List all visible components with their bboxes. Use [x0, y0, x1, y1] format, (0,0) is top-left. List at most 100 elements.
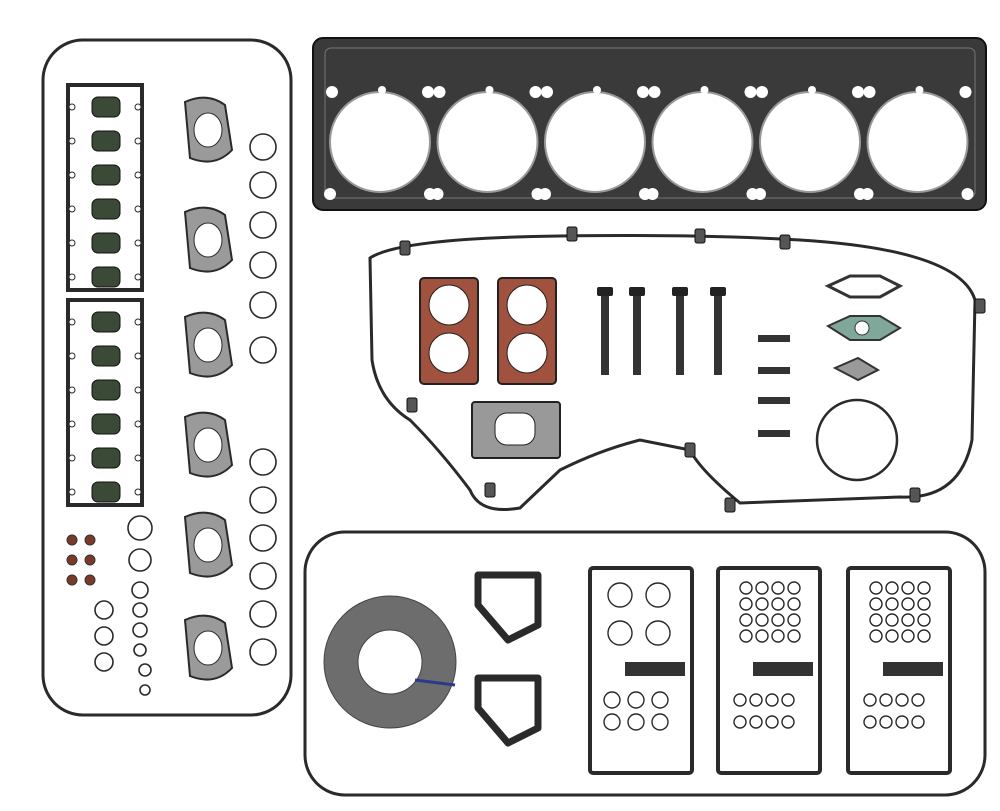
- o-ring: [249, 562, 277, 590]
- o-ring: [749, 715, 763, 729]
- bolt-hole: [68, 205, 76, 213]
- o-ring: [249, 524, 277, 552]
- o-ring: [739, 597, 753, 611]
- o-ring: [249, 171, 277, 199]
- o-ring: [901, 629, 915, 643]
- o-ring: [249, 448, 277, 476]
- valve-cover-isolator: [694, 228, 706, 244]
- bottom-perimeter-gasket: [303, 530, 987, 797]
- intake-port: [506, 332, 548, 374]
- o-ring: [249, 336, 277, 364]
- bolt-hole: [68, 352, 76, 360]
- o-ring: [885, 629, 899, 643]
- o-ring: [733, 715, 747, 729]
- o-ring: [787, 629, 801, 643]
- valve-cover-isolator: [406, 397, 418, 413]
- head-bolt-hole: [541, 86, 553, 98]
- o-ring: [771, 597, 785, 611]
- o-ring: [739, 613, 753, 627]
- o-ring: [787, 581, 801, 595]
- o-ring: [869, 629, 883, 643]
- head-bolt-head: [597, 287, 613, 296]
- injector-seal: [91, 232, 121, 254]
- o-ring: [627, 691, 645, 709]
- bolt-hole: [68, 488, 76, 496]
- rocker-housing-gasket: [846, 566, 952, 775]
- coolant-hole: [593, 86, 601, 94]
- seal-strip: [758, 430, 790, 437]
- left-perimeter-gasket: [41, 38, 293, 717]
- small-seal: [66, 574, 78, 586]
- o-ring: [739, 581, 753, 595]
- coolant-hole: [485, 86, 494, 94]
- o-ring: [249, 291, 277, 319]
- bolt-hole: [134, 488, 142, 496]
- seal-strip: [758, 397, 790, 404]
- injector-seal: [91, 96, 121, 118]
- o-ring: [771, 581, 785, 595]
- bolt-hole: [134, 103, 142, 111]
- tape-roll-core: [357, 629, 423, 695]
- o-ring: [917, 613, 931, 627]
- head-bolt-hole: [648, 86, 661, 98]
- o-ring: [895, 715, 909, 729]
- o-ring: [733, 693, 747, 707]
- o-ring: [132, 602, 148, 618]
- intake-port: [428, 284, 470, 326]
- injector-seal: [91, 413, 121, 435]
- head-bolt-head: [672, 287, 688, 296]
- head-bolt: [676, 295, 684, 375]
- cylinder-bore: [651, 91, 754, 193]
- head-bolt-head: [710, 287, 726, 296]
- turbo-port: [494, 412, 536, 446]
- cover-gasket: [474, 674, 542, 747]
- o-ring: [132, 622, 148, 638]
- bolt-hole: [68, 318, 76, 326]
- housing-tab: [883, 662, 943, 676]
- o-ring: [901, 581, 915, 595]
- o-ring: [94, 600, 114, 620]
- o-ring: [645, 582, 671, 608]
- o-ring: [765, 693, 779, 707]
- valve-cover-isolator: [909, 487, 921, 503]
- injector-seal: [91, 198, 121, 220]
- bolt-hole: [134, 205, 142, 213]
- o-ring: [863, 715, 877, 729]
- o-ring: [911, 693, 925, 707]
- o-ring: [755, 613, 769, 627]
- head-bolt-hole: [754, 188, 766, 200]
- head-bolt-hole: [646, 188, 659, 200]
- o-ring: [895, 693, 909, 707]
- o-ring: [249, 638, 277, 666]
- bolt-hole: [134, 352, 142, 360]
- bolt-hole: [134, 239, 142, 247]
- o-ring: [781, 693, 795, 707]
- o-ring: [249, 486, 277, 514]
- injector-seal: [91, 379, 121, 401]
- seal-strip: [758, 335, 790, 342]
- cylinder-bore: [544, 91, 646, 193]
- small-seal: [84, 534, 96, 546]
- injector-strip-gasket: [66, 83, 144, 292]
- o-ring: [755, 597, 769, 611]
- bolt-hole: [134, 420, 142, 428]
- head-bolt: [601, 295, 609, 375]
- head-bolt-hole: [756, 86, 768, 98]
- o-ring: [249, 211, 277, 239]
- bolt-hole: [68, 171, 76, 179]
- head-bolt-hole: [852, 86, 864, 98]
- valve-cover-isolator: [974, 298, 986, 314]
- o-ring: [651, 713, 669, 731]
- head-bolt-hole: [744, 86, 757, 98]
- intake-port: [506, 284, 548, 326]
- cylinder-bore: [866, 91, 969, 193]
- o-ring: [885, 613, 899, 627]
- manifold-port: [193, 630, 223, 666]
- rocker-housing-gasket: [716, 566, 822, 775]
- rocker-housing-gasket: [588, 566, 694, 775]
- injector-seal: [91, 345, 121, 367]
- o-ring: [781, 715, 795, 729]
- manifold-port: [193, 427, 223, 463]
- o-ring: [771, 613, 785, 627]
